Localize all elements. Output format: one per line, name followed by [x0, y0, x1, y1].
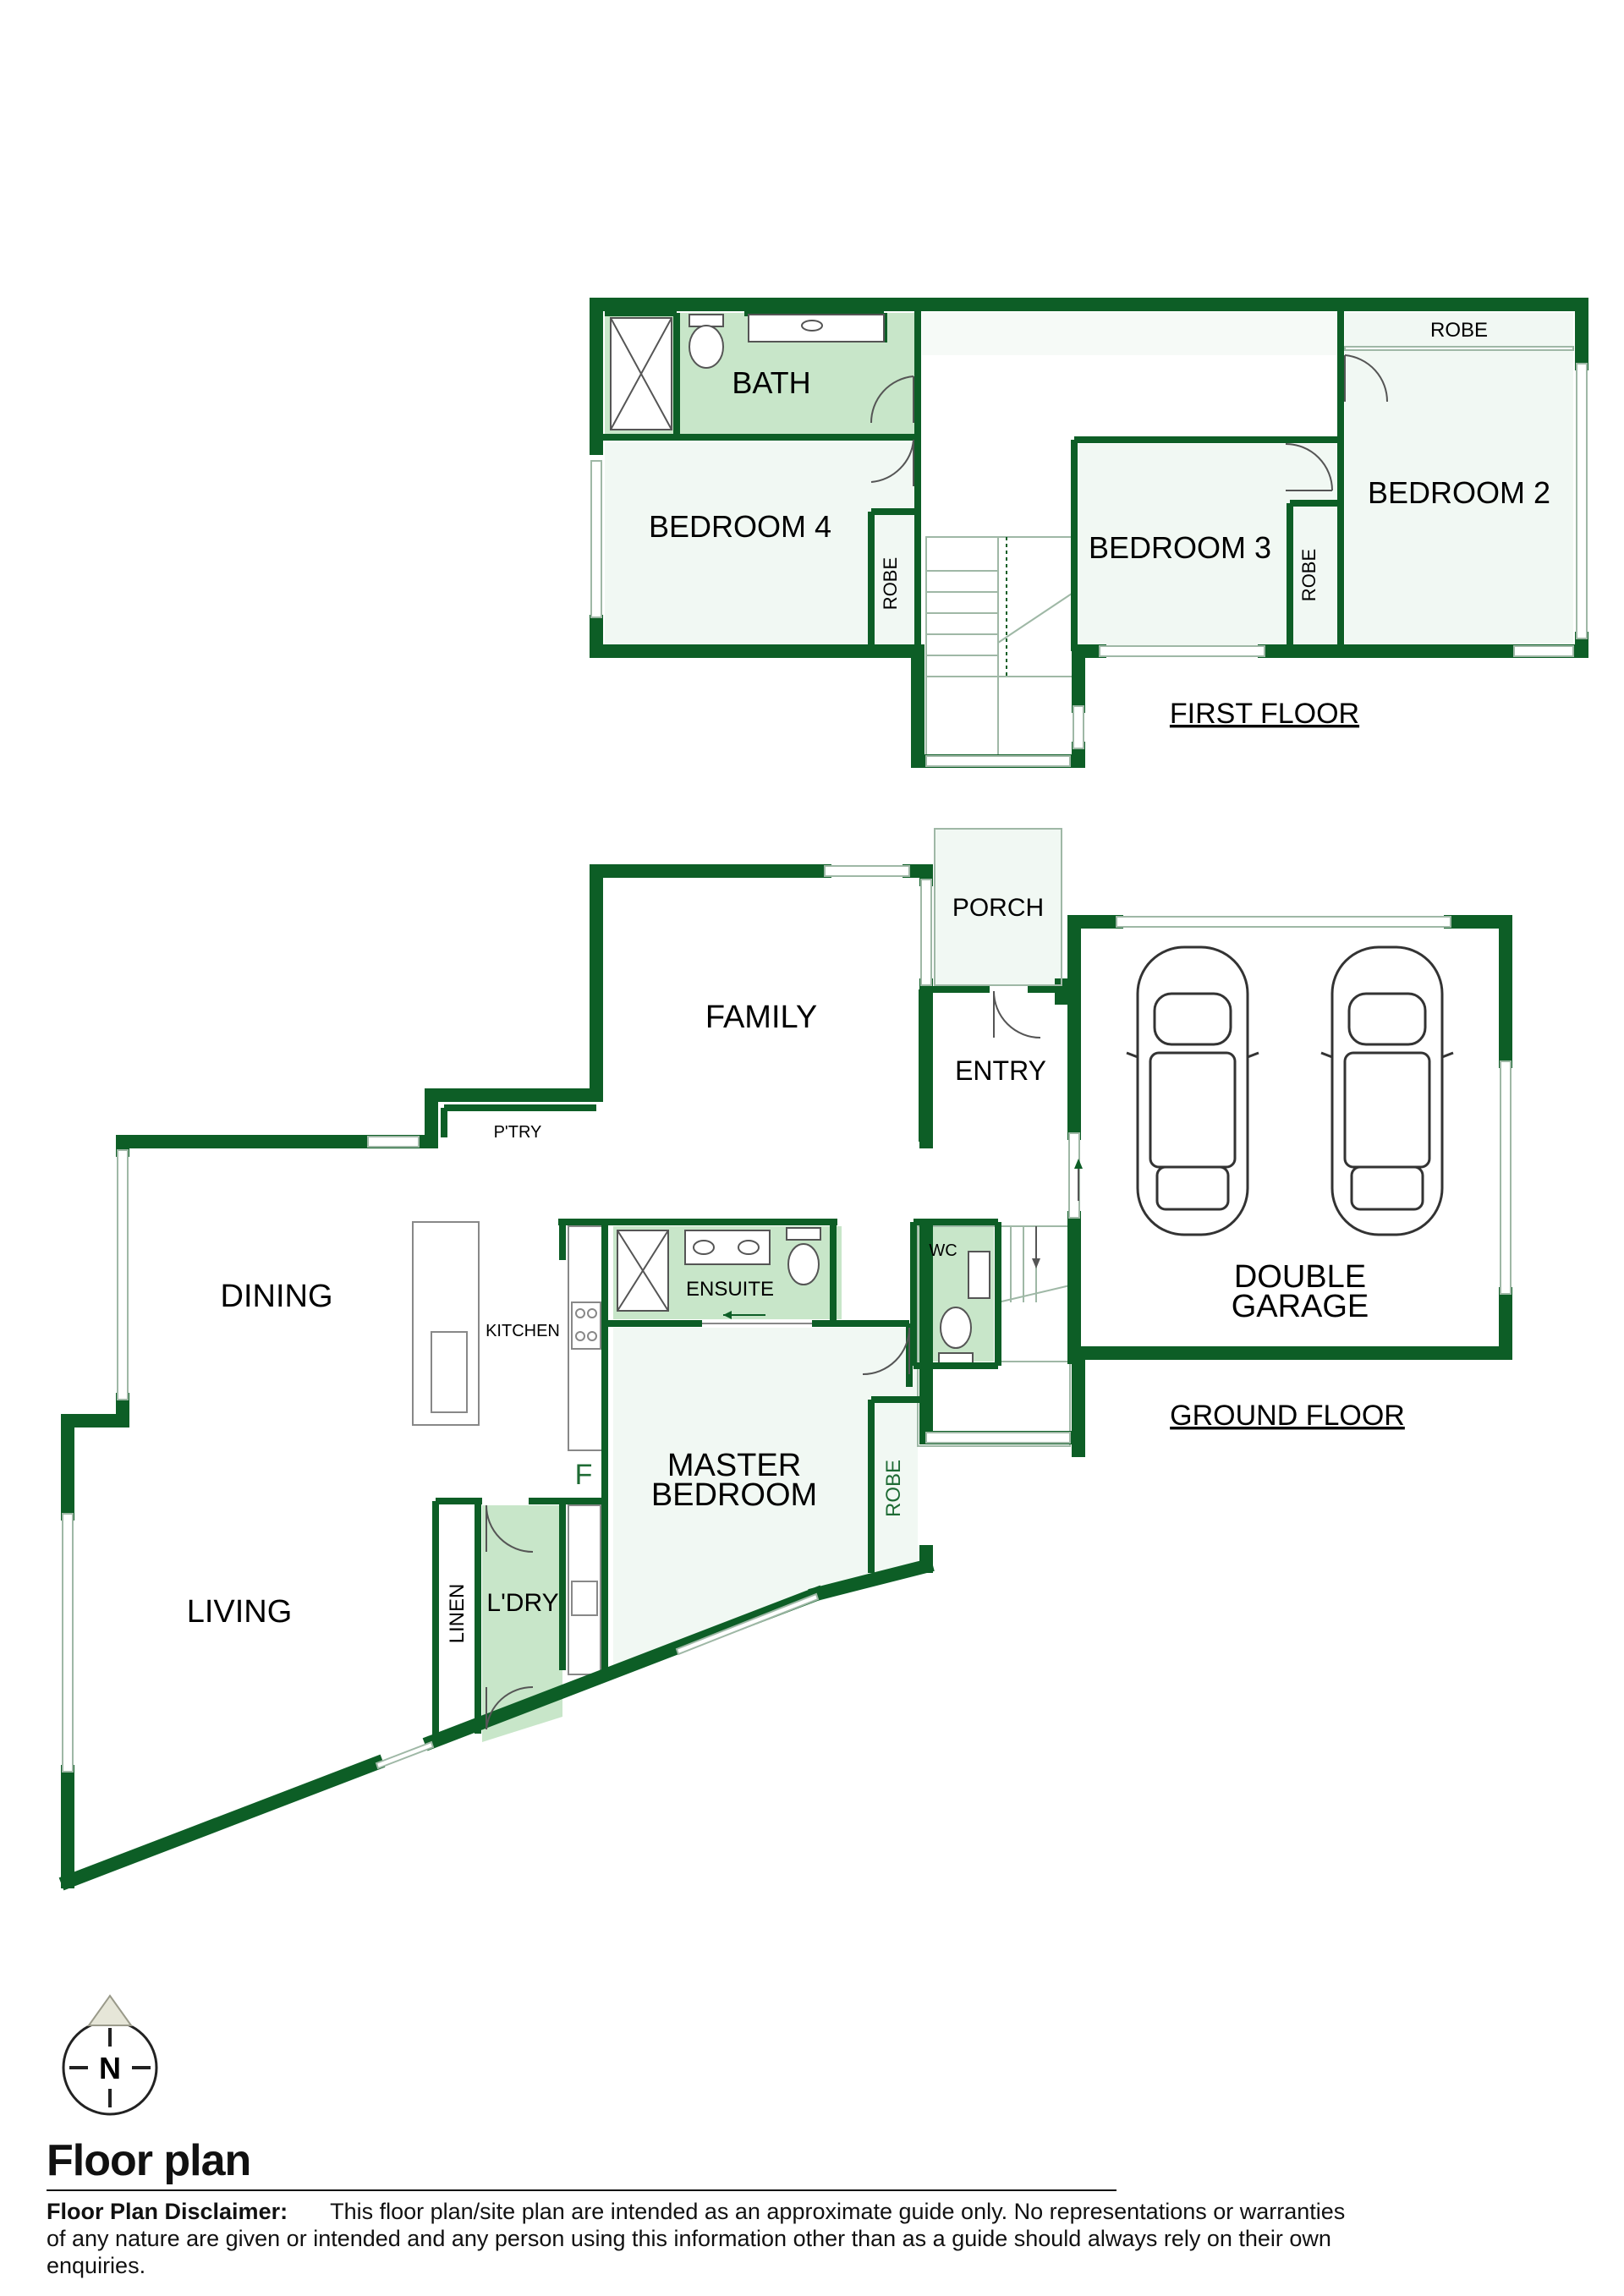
- porch-label: PORCH: [952, 894, 1044, 922]
- car-icon-left: [1126, 945, 1259, 1236]
- cooktop-icon: [571, 1301, 601, 1350]
- robe-bedroom3-label: ROBE: [1298, 549, 1320, 601]
- porch-outline: [934, 828, 1062, 986]
- bath-fixtures: [610, 314, 885, 430]
- entry-label: ENTRY: [955, 1055, 1046, 1086]
- bedroom4-fill: [605, 442, 918, 645]
- wc-toilet-icon: [940, 1307, 972, 1349]
- bedroom2-label: BEDROOM 2: [1368, 475, 1550, 510]
- ground-floor: PORCH FAMILY ENTRY P'TRY DINING KITCHEN …: [58, 828, 1512, 1891]
- compass: N: [62, 1994, 158, 2116]
- car-icon-right: [1320, 945, 1454, 1236]
- laundry-label: L'DRY: [486, 1589, 558, 1617]
- laundry-fill: [482, 1505, 562, 1742]
- garage-label-line1: DOUBLE: [1234, 1259, 1366, 1295]
- master-window: [675, 1592, 820, 1656]
- garage-label-line2: GARAGE: [1232, 1289, 1369, 1324]
- bedroom2-fill: [1345, 313, 1573, 647]
- footer: Floor plan Floor Plan Disclaimer:This fl…: [47, 2135, 1349, 2279]
- disclaimer-title: Floor Plan Disclaimer:: [47, 2199, 288, 2224]
- family-label: FAMILY: [705, 1000, 817, 1035]
- bedroom3-label: BEDROOM 3: [1089, 530, 1271, 565]
- ground-floor-label: GROUND FLOOR: [1170, 1400, 1405, 1432]
- bath-label: BATH: [732, 365, 810, 400]
- ensuite-toilet-icon: [787, 1243, 820, 1285]
- garage-cars: [1126, 945, 1454, 1236]
- wc-basin-icon: [968, 1251, 990, 1299]
- kitchen-label: KITCHEN: [486, 1322, 560, 1340]
- ground-floor-inner-walls: [432, 986, 1062, 1738]
- first-floor-doors: [870, 354, 1389, 491]
- dining-label: DINING: [221, 1279, 333, 1314]
- landing-fill: [922, 313, 1341, 355]
- bedroom3-fill: [1074, 444, 1341, 647]
- wet-fixtures: [617, 1227, 990, 1364]
- disclaimer: Floor Plan Disclaimer:This floor plan/si…: [47, 2198, 1349, 2279]
- kitchen-fixtures: [412, 1221, 605, 1675]
- wc-label: WC: [929, 1241, 957, 1260]
- compass-needle-icon: [87, 1994, 133, 2026]
- robe-bedroom2-label: ROBE: [1430, 319, 1488, 342]
- ground-floor-windows: [62, 865, 1512, 1773]
- compass-north-label: N: [99, 2051, 121, 2085]
- master-label-line2: BEDROOM: [651, 1477, 817, 1513]
- linen-label: LINEN: [446, 1584, 469, 1644]
- toilet-cistern-icon: [689, 314, 724, 327]
- first-floor-label: FIRST FLOOR: [1170, 698, 1359, 730]
- bedroom4-label: BEDROOM 4: [649, 509, 831, 544]
- laundry-tub-icon: [571, 1581, 598, 1616]
- pantry-label: P'TRY: [494, 1123, 542, 1142]
- first-floor-windows: [590, 346, 1588, 767]
- robe-master-label: ROBE: [882, 1460, 905, 1517]
- porch-fill: [935, 829, 1062, 985]
- toilet-icon: [689, 325, 724, 369]
- ensuite-label: ENSUITE: [686, 1278, 774, 1301]
- disclaimer-text: This floor plan/site plan are intended a…: [47, 2199, 1346, 2278]
- first-floor-stairs: [925, 536, 1075, 758]
- robe-bedroom4-label: ROBE: [880, 557, 901, 610]
- living-label: LIVING: [187, 1594, 293, 1630]
- fridge-label: F: [575, 1459, 593, 1491]
- master-label-line1: MASTER: [667, 1448, 801, 1483]
- ground-floor-doors: [486, 990, 1083, 1730]
- living-window: [375, 1740, 435, 1770]
- page-title: Floor plan: [47, 2135, 1116, 2191]
- first-floor: BATH BEDROOM 4 ROBE BEDROOM 3 ROBE BEDRO…: [590, 298, 1588, 768]
- sink-icon: [431, 1331, 468, 1413]
